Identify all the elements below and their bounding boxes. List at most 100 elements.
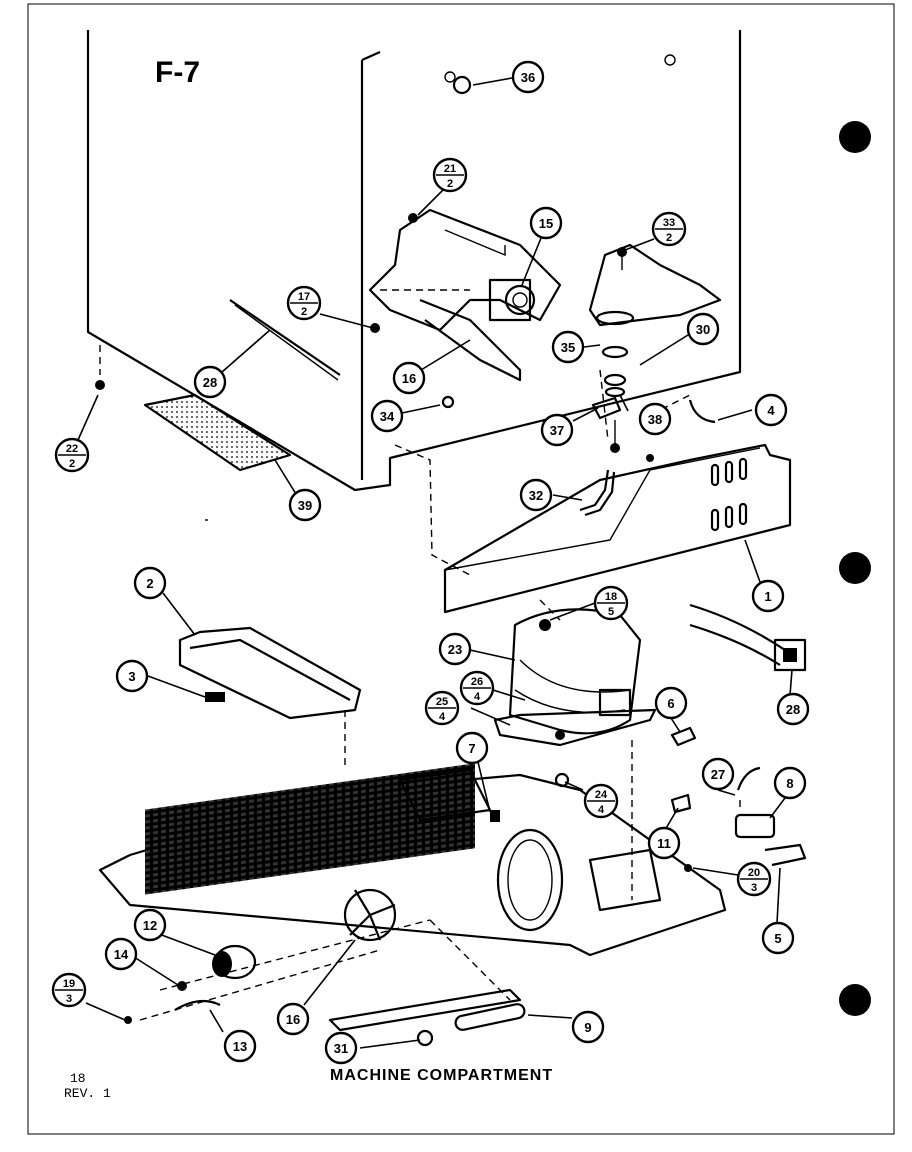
callout-33: 332 — [651, 211, 687, 247]
svg-text:37: 37 — [550, 423, 564, 438]
fan-blade — [343, 888, 397, 942]
callout-38: 38 — [638, 402, 672, 436]
callout-28-upper: 28 — [193, 365, 227, 399]
revision-label: REV. 1 — [64, 1086, 111, 1101]
insulation-pad — [143, 393, 292, 472]
svg-text:33: 33 — [663, 217, 675, 229]
callout-16-lower: 16 — [276, 1002, 310, 1036]
svg-text:11: 11 — [657, 836, 671, 851]
svg-text:2: 2 — [447, 178, 453, 190]
svg-text:4: 4 — [474, 691, 481, 703]
svg-text:13: 13 — [233, 1039, 247, 1054]
svg-text:3: 3 — [751, 882, 757, 894]
callout-36: 36 — [511, 60, 545, 94]
callout-18: 185 — [593, 585, 629, 621]
rear-panel — [443, 443, 792, 614]
callout-37: 37 — [540, 413, 574, 447]
registration-mark — [839, 552, 871, 584]
svg-text:35: 35 — [561, 340, 575, 355]
callout-34: 34 — [370, 399, 404, 433]
callout-22: 222 — [54, 437, 90, 473]
callout-39: 39 — [288, 488, 322, 522]
callout-11: 11 — [647, 826, 681, 860]
power-cord — [689, 603, 807, 672]
svg-text:17: 17 — [298, 291, 310, 303]
callout-17: 172 — [286, 285, 322, 321]
callout-21: 212 — [432, 157, 468, 193]
callout-5: 5 — [761, 921, 795, 955]
drain-fitting — [588, 243, 722, 453]
svg-text:16: 16 — [402, 371, 416, 386]
callout-15: 15 — [529, 206, 563, 240]
page-border — [27, 3, 895, 1135]
svg-text:19: 19 — [63, 978, 75, 990]
svg-text:31: 31 — [334, 1041, 348, 1056]
svg-text:26: 26 — [471, 676, 483, 688]
svg-text:18: 18 — [605, 591, 617, 603]
svg-text:7: 7 — [468, 741, 475, 756]
callout-28-lower: 28 — [776, 692, 810, 726]
svg-text:3: 3 — [66, 993, 72, 1005]
svg-text:21: 21 — [444, 163, 456, 175]
callout-20: 203 — [736, 861, 772, 897]
callout-6: 6 — [654, 686, 688, 720]
registration-mark — [839, 121, 871, 153]
callout-4: 4 — [754, 393, 788, 427]
callout-27: 27 — [701, 757, 735, 791]
figure-id: F-7 — [155, 56, 200, 89]
control-bracket — [368, 208, 562, 382]
leader-lines — [77, 77, 793, 1049]
svg-text:5: 5 — [608, 606, 614, 618]
fan-bracket — [174, 999, 221, 1011]
svg-text:36: 36 — [521, 70, 535, 85]
svg-text:6: 6 — [667, 696, 674, 711]
svg-text:32: 32 — [529, 488, 543, 503]
callout-1: 1 — [751, 579, 785, 613]
callout-9: 9 — [571, 1010, 605, 1044]
drain-tray — [178, 626, 362, 720]
svg-text:22: 22 — [66, 443, 78, 455]
diagram-caption: MACHINE COMPARTMENT — [330, 1067, 553, 1084]
svg-text:14: 14 — [114, 947, 129, 962]
svg-text:23: 23 — [448, 642, 462, 657]
svg-text:8: 8 — [786, 776, 793, 791]
svg-text:28: 28 — [203, 375, 217, 390]
svg-text:28: 28 — [786, 702, 800, 717]
cabinet-outline — [86, 30, 742, 492]
relay-parts — [670, 726, 807, 867]
svg-text:39: 39 — [298, 498, 312, 513]
svg-text:4: 4 — [598, 804, 605, 816]
callout-30: 30 — [686, 312, 720, 346]
svg-text:20: 20 — [748, 867, 760, 879]
callout-24: 244 — [583, 783, 619, 819]
svg-text:27: 27 — [711, 767, 725, 782]
compressor — [493, 608, 657, 747]
callout-25: 254 — [424, 690, 460, 726]
svg-text:4: 4 — [439, 711, 446, 723]
wire-harness — [229, 299, 341, 381]
registration-mark — [839, 984, 871, 1016]
svg-text:25: 25 — [436, 696, 448, 708]
svg-text:3: 3 — [128, 669, 135, 684]
svg-text:2: 2 — [666, 232, 672, 244]
base-frame — [98, 763, 727, 1032]
svg-text:5: 5 — [774, 931, 781, 946]
callout-35: 35 — [551, 330, 585, 364]
callout-26: 264 — [459, 670, 495, 706]
page-number: 18 — [70, 1071, 86, 1086]
callout-2: 2 — [133, 566, 167, 600]
callout-8: 8 — [773, 766, 807, 800]
callout-32: 32 — [519, 478, 553, 512]
svg-text:4: 4 — [767, 403, 775, 418]
callout-23: 23 — [438, 632, 472, 666]
svg-text:9: 9 — [584, 1020, 591, 1035]
svg-text:24: 24 — [595, 789, 608, 801]
svg-text:30: 30 — [696, 322, 710, 337]
svg-text:38: 38 — [648, 412, 662, 427]
svg-text:1: 1 — [764, 589, 771, 604]
svg-text:2: 2 — [69, 458, 75, 470]
fan-motor — [212, 944, 257, 980]
callout-3: 3 — [115, 659, 149, 693]
callout-12: 12 — [133, 908, 167, 942]
